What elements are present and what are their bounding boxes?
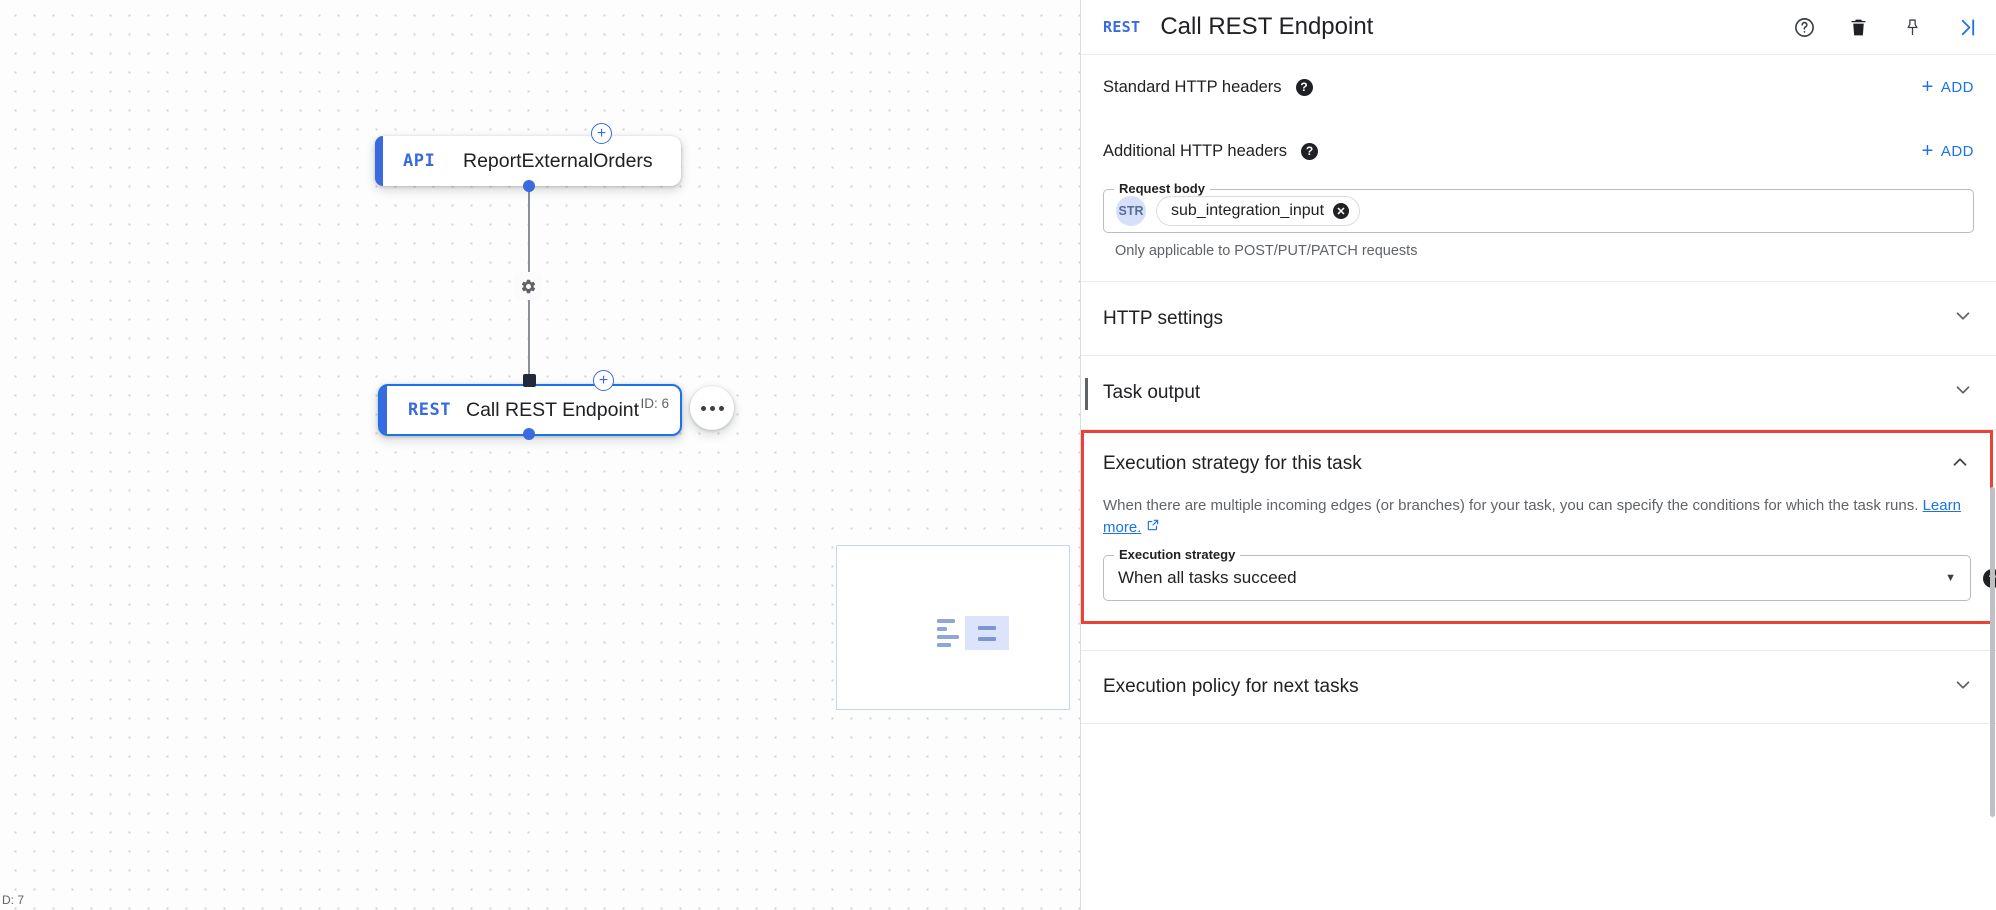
add-label: ADD bbox=[1940, 142, 1974, 160]
request-body-field-wrap: Request body STR sub_integration_input ✕ bbox=[1081, 181, 1996, 233]
collapse-panel-icon[interactable] bbox=[1954, 15, 1978, 39]
standard-http-headers-label: Standard HTTP headers bbox=[1103, 77, 1282, 96]
add-additional-header-button[interactable]: + ADD bbox=[1922, 141, 1974, 161]
node-output-port[interactable] bbox=[523, 180, 535, 192]
panel-header-actions bbox=[1792, 15, 1978, 39]
panel-scrollbar[interactable] bbox=[1990, 487, 1995, 817]
canvas-minimap[interactable] bbox=[836, 545, 1070, 710]
section-title: Execution strategy for this task bbox=[1103, 453, 1362, 474]
node-title: ReportExternalOrders bbox=[463, 149, 653, 172]
dot bbox=[718, 405, 724, 411]
execution-strategy-description: When there are multiple incoming edges (… bbox=[1084, 495, 1990, 539]
add-label: ADD bbox=[1940, 78, 1974, 96]
section-title: Execution policy for next tasks bbox=[1103, 676, 1359, 697]
section-http-settings[interactable]: HTTP settings bbox=[1081, 282, 1996, 356]
request-body-hint: Only applicable to POST/PUT/PATCH reques… bbox=[1115, 243, 1418, 259]
chevron-down-icon bbox=[1952, 379, 1974, 406]
panel-body: Standard HTTP headers ? + ADD Additional… bbox=[1081, 55, 1996, 910]
node-id-badge: ID: 6 bbox=[640, 396, 669, 411]
dot bbox=[709, 405, 715, 411]
node-accent-bar bbox=[380, 386, 387, 434]
panel-header: REST Call REST Endpoint bbox=[1081, 0, 1996, 55]
chevron-down-icon bbox=[1952, 674, 1974, 701]
request-body-field[interactable]: Request body STR sub_integration_input ✕ bbox=[1103, 181, 1974, 233]
plus-icon: + bbox=[1921, 140, 1934, 162]
minimap-viewport bbox=[965, 616, 1009, 650]
gear-icon[interactable] bbox=[514, 272, 542, 300]
section-accent-bar bbox=[1085, 378, 1088, 410]
node-title: Call REST Endpoint bbox=[466, 398, 640, 421]
help-icon[interactable]: ? bbox=[1295, 78, 1313, 96]
canvas-node-rest[interactable]: REST Call REST Endpoint ID: 6 bbox=[378, 384, 682, 436]
execution-strategy-field-wrap: Execution strategy When all tasks succee… bbox=[1084, 539, 1996, 621]
minimap-content bbox=[937, 616, 1009, 650]
execution-strategy-select[interactable]: Execution strategy When all tasks succee… bbox=[1103, 547, 1996, 601]
delete-icon[interactable] bbox=[1846, 15, 1870, 39]
node-output-port[interactable] bbox=[523, 428, 535, 440]
request-body-variable-chip[interactable]: sub_integration_input ✕ bbox=[1156, 196, 1361, 226]
execution-strategy-legend: Execution strategy bbox=[1114, 547, 1241, 562]
learn-more-link[interactable]: Learn more. bbox=[1103, 497, 1961, 536]
node-more-options-button[interactable] bbox=[690, 386, 734, 430]
section-task-output[interactable]: Task output bbox=[1081, 356, 1996, 430]
section-title: HTTP settings bbox=[1103, 307, 1224, 329]
help-icon[interactable] bbox=[1792, 15, 1816, 39]
add-node-icon[interactable]: + bbox=[591, 123, 612, 144]
node-type-chip: API bbox=[403, 151, 436, 171]
chevron-up-icon[interactable] bbox=[1949, 451, 1971, 478]
minimap-lines bbox=[937, 619, 959, 647]
additional-http-headers-label: Additional HTTP headers bbox=[1103, 141, 1288, 160]
canvas-node-api[interactable]: API ReportExternalOrders bbox=[375, 136, 681, 186]
chip-label: sub_integration_input bbox=[1171, 202, 1325, 219]
close-icon[interactable]: ✕ bbox=[1333, 203, 1350, 219]
additional-http-headers-row: Additional HTTP headers ? + ADD bbox=[1081, 119, 1996, 183]
request-body-legend: Request body bbox=[1114, 181, 1210, 196]
node-accent-bar bbox=[375, 136, 383, 186]
plus-icon: + bbox=[1921, 76, 1934, 98]
execution-strategy-value: When all tasks succeed bbox=[1118, 568, 1297, 587]
dot bbox=[700, 405, 706, 411]
section-execution-policy[interactable]: Execution policy for next tasks bbox=[1081, 650, 1996, 724]
external-link-icon[interactable] bbox=[1146, 519, 1160, 536]
section-title: Task output bbox=[1103, 381, 1201, 403]
section-execution-strategy[interactable]: Execution strategy for this task When th… bbox=[1081, 430, 1996, 624]
add-standard-header-button[interactable]: + ADD bbox=[1922, 77, 1974, 97]
variable-type-badge: STR bbox=[1116, 196, 1146, 226]
node-input-port[interactable] bbox=[523, 374, 536, 387]
execution-strategy-header[interactable]: Execution strategy for this task bbox=[1084, 433, 1990, 495]
page-title: Call REST Endpoint bbox=[1160, 13, 1374, 40]
task-config-panel: REST Call REST Endpoint bbox=[1080, 0, 1996, 910]
panel-type-tag: REST bbox=[1103, 18, 1141, 36]
pin-icon[interactable] bbox=[1900, 15, 1924, 39]
add-node-icon[interactable]: + bbox=[593, 370, 614, 391]
zoom-level-label: D: 7 bbox=[2, 893, 25, 907]
chevron-down-icon[interactable]: ▼ bbox=[1945, 572, 1956, 584]
standard-http-headers-row: Standard HTTP headers ? + ADD bbox=[1081, 55, 1996, 119]
node-type-chip: REST bbox=[408, 400, 451, 420]
chevron-down-icon bbox=[1952, 305, 1974, 332]
divider bbox=[1081, 281, 1996, 282]
description-text: When there are multiple incoming edges (… bbox=[1103, 497, 1923, 514]
help-icon[interactable]: ? bbox=[1301, 142, 1319, 160]
